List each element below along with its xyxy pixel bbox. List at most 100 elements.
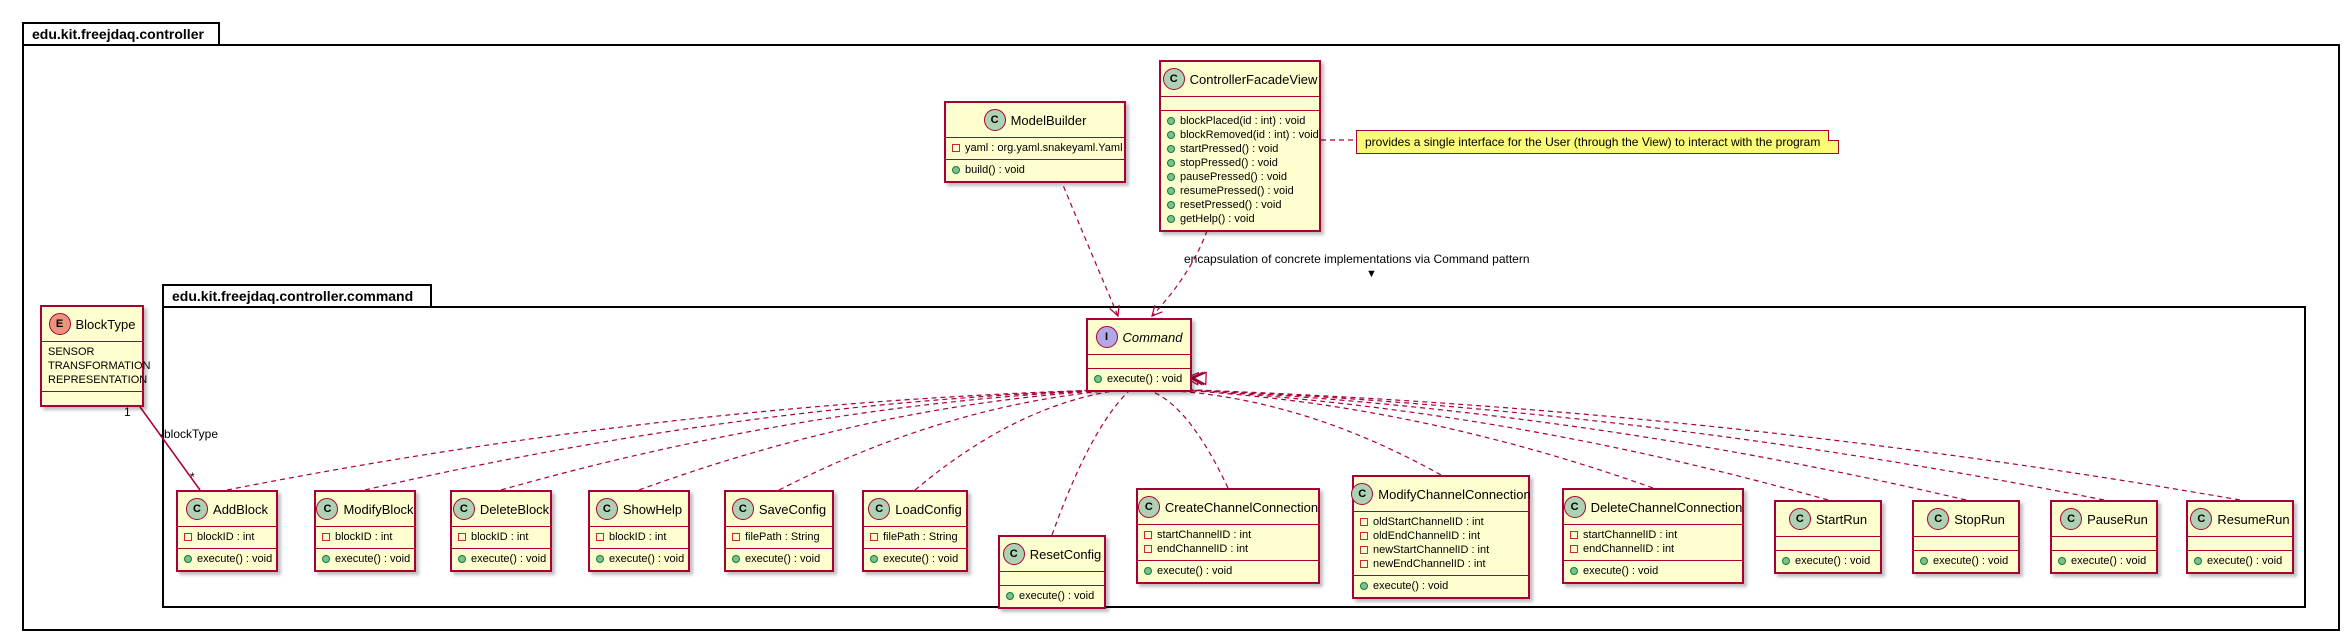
- private-icon: [1144, 545, 1152, 553]
- multiplicity-one: 1: [124, 405, 131, 419]
- fields-section: [2188, 536, 2292, 550]
- field-row: startChannelID : int: [1570, 528, 1736, 542]
- public-icon: [1167, 173, 1175, 181]
- private-icon: [1144, 531, 1152, 539]
- controller-facade-view-class[interactable]: C ControllerFacadeView blockPlaced(id : …: [1159, 60, 1321, 232]
- inner-package-name: edu.kit.freejdaq.controller.command: [172, 288, 414, 304]
- public-icon: [1144, 567, 1152, 575]
- method-row: execute() : void: [1570, 564, 1736, 578]
- note-fold-corner: [1828, 130, 1840, 141]
- private-icon: [952, 144, 960, 152]
- public-icon: [1167, 145, 1175, 153]
- fields-section: blockID : int: [316, 526, 414, 548]
- class-name: StartRun: [1815, 511, 1868, 527]
- class-name: ControllerFacadeView: [1189, 71, 1318, 87]
- class-name: ResumeRun: [2217, 511, 2290, 527]
- methods-section: execute() : void: [1914, 550, 2018, 572]
- fields-section: [1776, 536, 1880, 550]
- private-icon: [1360, 546, 1368, 554]
- private-icon: [1570, 531, 1578, 539]
- fields-section: startChannelID : int endChannelID : int: [1138, 524, 1318, 560]
- method-row: execute() : void: [1006, 589, 1098, 603]
- method-row: execute() : void: [322, 552, 410, 566]
- outer-package-name: edu.kit.freejdaq.controller: [32, 26, 204, 42]
- realization-line: [638, 389, 1113, 491]
- class-name: DeleteChannelConnection: [1590, 499, 1743, 515]
- fields-section: blockID : int: [590, 526, 688, 548]
- dependency-arrowhead-icon: [1151, 305, 1163, 318]
- methods-section: execute() : void: [864, 548, 966, 570]
- realization-line: [364, 389, 1105, 491]
- field-row: blockID : int: [322, 530, 408, 544]
- encapsulation-arrow-icon: ▼: [1366, 268, 1377, 280]
- field-row: endChannelID : int: [1144, 542, 1312, 556]
- fields-section: startChannelID : int endChannelID : int: [1564, 524, 1742, 560]
- class-stereotype-icon: C: [452, 498, 475, 520]
- fields-section: blockID : int: [452, 526, 550, 548]
- class-stereotype-icon: C: [1002, 543, 1025, 565]
- class-stereotype-icon: C: [868, 498, 891, 520]
- private-icon: [1360, 518, 1368, 526]
- class-stereotype-icon: C: [1788, 508, 1811, 530]
- methods-section: execute() : void: [1138, 560, 1318, 582]
- method-row: getHelp() : void: [1167, 212, 1313, 226]
- method-row: execute() : void: [2058, 554, 2150, 568]
- public-icon: [2058, 557, 2066, 565]
- enum-stereotype-icon: E: [48, 313, 71, 335]
- public-icon: [1167, 201, 1175, 209]
- class-stereotype-icon: C: [186, 498, 209, 520]
- field-row: oldEndChannelID : int: [1360, 529, 1522, 543]
- fields-section: [1088, 354, 1190, 368]
- public-icon: [1920, 557, 1928, 565]
- field-row: oldStartChannelID : int: [1360, 515, 1522, 529]
- class-name: PauseRun: [2087, 511, 2148, 527]
- public-icon: [1360, 582, 1368, 590]
- public-icon: [322, 555, 330, 563]
- enum-value: TRANSFORMATION: [48, 360, 151, 372]
- field-row: blockID : int: [596, 530, 682, 544]
- field-row: newStartChannelID : int: [1360, 543, 1522, 557]
- public-icon: [1094, 375, 1102, 383]
- realization-line: [914, 389, 1121, 491]
- class-name: ModelBuilder: [1010, 112, 1087, 128]
- realization-line: [1147, 389, 1229, 489]
- block-type-enum[interactable]: E BlockType SENSOR TRANSFORMATION REPRES…: [40, 305, 151, 407]
- field-row: filePath : String: [870, 530, 960, 544]
- methods-section: execute() : void: [1776, 550, 1880, 572]
- class-name: ModifyBlock: [343, 501, 414, 517]
- fields-section: [1161, 96, 1319, 110]
- method-row: execute() : void: [458, 552, 546, 566]
- realization-line: [1175, 389, 1654, 489]
- method-row: pausePressed() : void: [1167, 170, 1313, 184]
- dependency-line-model-builder: [1059, 177, 1119, 317]
- method-row: stopPressed() : void: [1167, 156, 1313, 170]
- values-section: SENSOR TRANSFORMATION REPRESENTATION: [42, 341, 151, 391]
- facade-note: provides a single interface for the User…: [1356, 130, 1840, 154]
- model-builder-class[interactable]: C ModelBuilder yaml : org.yaml.snakeyaml…: [944, 101, 1126, 183]
- class-name: ShowHelp: [622, 501, 683, 517]
- command-interface[interactable]: I Command execute() : void: [1086, 318, 1192, 392]
- public-icon: [2194, 557, 2202, 565]
- class-name: AddBlock: [213, 501, 268, 517]
